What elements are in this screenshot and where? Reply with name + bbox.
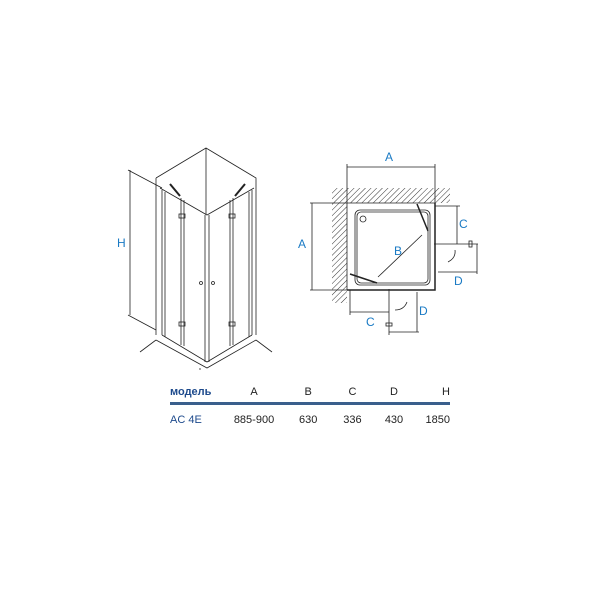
dimension-label-b: B [394,244,403,258]
header-d: D [390,385,398,398]
table-header-row: модель A B C D H [170,383,450,400]
dimension-label-a-left: A [298,237,307,251]
table-divider [170,402,450,405]
cell-a: 885-900 [233,413,275,426]
dimension-label-d-right: D [454,274,463,288]
dimension-label-c-right: C [459,217,468,231]
plan-drawing [310,164,478,335]
dimension-label-d-bottom: D [419,304,428,318]
header-b: B [304,385,312,398]
cell-b: 630 [299,413,318,426]
cell-model: AC 4E [170,413,202,426]
cell-h: 1850 [425,413,450,426]
dimension-label-h: H [117,236,126,250]
cell-c: 336 [343,413,362,426]
dimension-label-c-bottom: C [366,315,375,329]
header-a: A [250,385,258,398]
header-model: модель [170,385,212,398]
cell-d: 430 [384,413,404,426]
table-row: AC 4E 885-900 630 336 430 1850 [170,411,450,428]
header-c: C [348,385,357,398]
spec-table: модель A B C D H AC 4E 885-900 630 336 4… [170,383,450,428]
header-h: H [442,385,450,398]
dimension-label-a-top: A [385,150,394,164]
perspective-drawing [127,147,273,370]
